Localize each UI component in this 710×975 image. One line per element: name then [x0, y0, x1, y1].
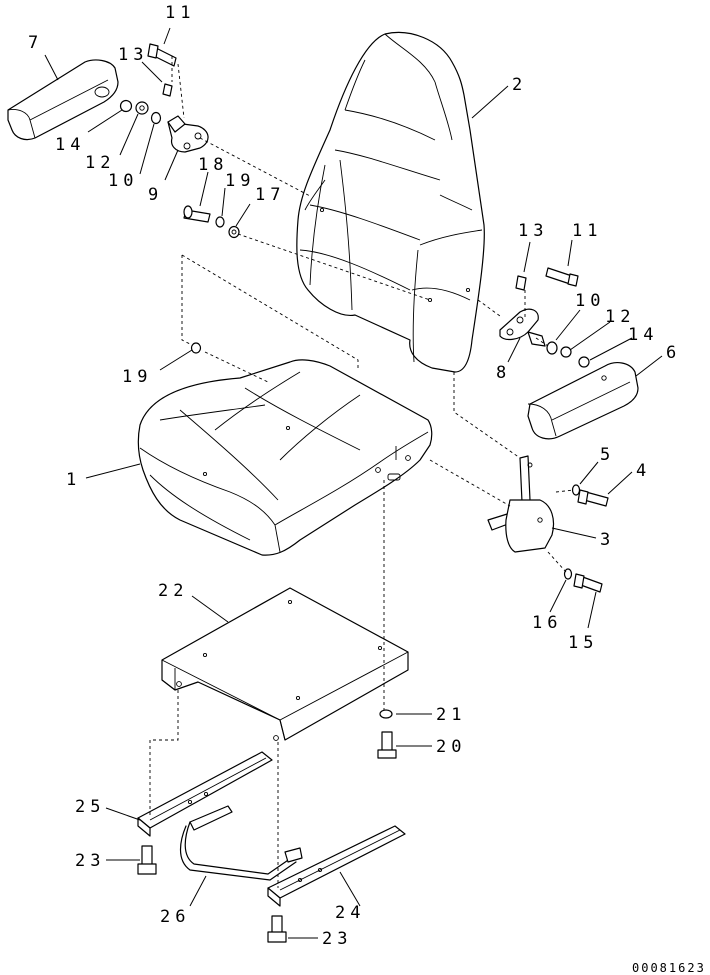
- callout-21: 21: [436, 705, 466, 725]
- callout-11-top: 11: [165, 3, 195, 23]
- callout-22: 22: [158, 581, 188, 601]
- callout-19-lower: 19: [122, 367, 152, 387]
- callout-14-right: 14: [628, 325, 658, 345]
- slide-rail-right: [267, 825, 406, 907]
- callout-10-right: 10: [575, 291, 605, 311]
- callout-18: 18: [198, 155, 228, 175]
- callout-16: 16: [532, 613, 562, 633]
- callout-1: 1: [66, 470, 81, 490]
- callout-7: 7: [28, 33, 43, 53]
- callout-leaders: [44, 27, 663, 939]
- callout-14-left: 14: [55, 135, 85, 155]
- seat-base-plate: [161, 587, 409, 741]
- callout-10-left: 10: [108, 171, 138, 191]
- callout-5: 5: [600, 445, 615, 465]
- callout-24: 24: [335, 903, 365, 923]
- slide-lever-bar: [179, 805, 303, 881]
- callout-9: 9: [148, 185, 163, 205]
- callout-13-top: 13: [118, 45, 148, 65]
- callout-2: 2: [512, 75, 527, 95]
- seat-back: [296, 31, 485, 373]
- callout-4: 4: [636, 461, 651, 481]
- callout-11-right: 11: [572, 221, 602, 241]
- callout-3: 3: [600, 530, 615, 550]
- drawing-code: 00081623: [632, 961, 706, 975]
- callout-6: 6: [666, 343, 681, 363]
- callout-13-right: 13: [518, 221, 548, 241]
- callout-23-left: 23: [75, 851, 105, 871]
- armrest-left: [7, 59, 119, 141]
- callout-17: 17: [255, 185, 285, 205]
- slide-rail-left: [137, 751, 273, 837]
- callout-8: 8: [496, 363, 511, 383]
- hinge-bracket-left: [167, 115, 209, 153]
- callout-12-left: 12: [85, 153, 115, 173]
- recline-lever: [487, 455, 555, 553]
- callout-12-right: 12: [605, 307, 635, 327]
- callout-20: 20: [436, 737, 466, 757]
- callout-15: 15: [568, 633, 598, 653]
- callout-23-right: 23: [322, 929, 352, 949]
- callout-26: 26: [160, 907, 190, 927]
- callout-labels: 7 11 13 14 12 10 9 2 18 19 17 19 1 13 11…: [28, 3, 706, 975]
- callout-25: 25: [75, 797, 105, 817]
- hinge-bracket-right: [499, 308, 546, 347]
- fasteners: [119, 43, 609, 943]
- callout-19-top: 19: [225, 171, 255, 191]
- seat-cushion: [137, 359, 433, 556]
- armrest-right: [527, 362, 639, 440]
- assembly-lines: [149, 56, 575, 888]
